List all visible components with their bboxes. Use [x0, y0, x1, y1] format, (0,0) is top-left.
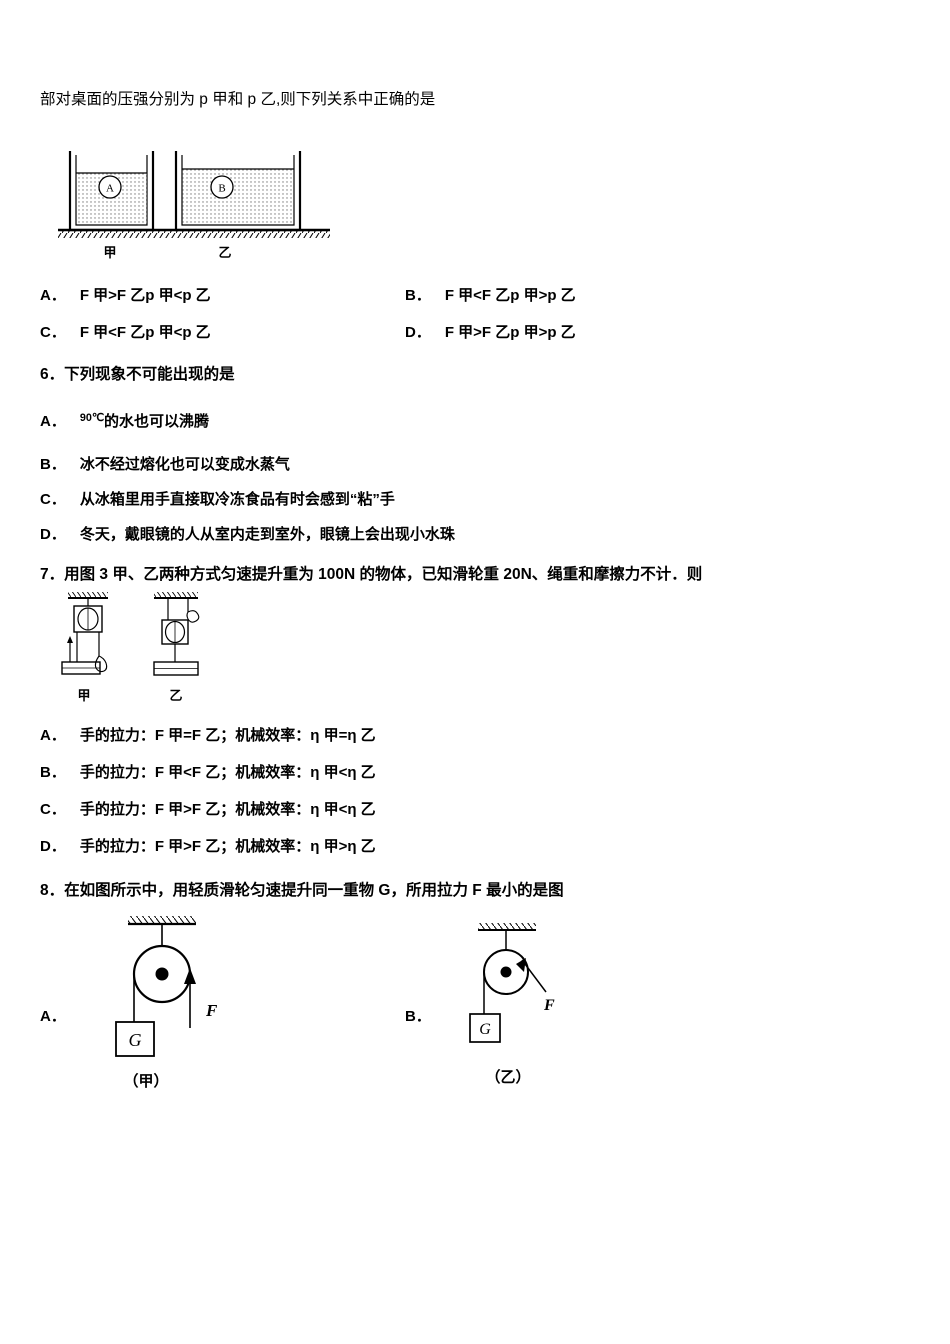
q6-option-a[interactable]: A． 90℃的水也可以沸腾 [40, 410, 920, 431]
q8-a-force-label: F [205, 1001, 218, 1020]
q6-option-c[interactable]: C． 从冰箱里用手直接取冷冻食品有时会感到“粘”手 [40, 488, 920, 509]
q5-option-c-text: F 甲<F 乙p 甲<p 乙 [79, 324, 211, 342]
q7-caption-right: 乙 [169, 688, 182, 703]
q7-option-c[interactable]: C． 手的拉力：F 甲>F 乙；机械效率：η 甲<η 乙 [40, 798, 920, 819]
q5-options-row-2: C． F 甲<F 乙p 甲<p 乙 D． F 甲>F 乙p 甲>p 乙 [40, 321, 920, 342]
q5-option-d-key: D． [405, 324, 431, 342]
q6-option-d[interactable]: D． 冬天，戴眼镜的人从室内走到室外，眼镜上会出现小水珠 [40, 523, 920, 544]
q8-b-caption: （乙） [485, 1068, 530, 1086]
q7-option-c-key: C． [40, 801, 66, 819]
q5-figure: A B 甲 乙 [50, 129, 920, 264]
q8-figure-a-svg: G F （甲） [115, 916, 218, 1090]
q6-option-a-temp: 90℃ [79, 412, 104, 425]
q5-option-c-key: C． [40, 324, 66, 342]
q8-stem: 8．在如图所示中，用轻质滑轮匀速提升同一重物 G，所用拉力 F 最小的是图 [40, 878, 920, 900]
q6-option-a-key: A． [40, 413, 66, 431]
q7-option-a-text: 手的拉力：F 甲=F 乙；机械效率：η 甲=η 乙 [79, 727, 376, 745]
q7-stem-text: 用图 3 甲、乙两种方式匀速提升重为 100N 的物体，已知滑轮重 20N、绳重… [64, 566, 703, 584]
q7-option-d-text: 手的拉力：F 甲>F 乙；机械效率：η 甲>η 乙 [79, 838, 376, 856]
q5-option-a[interactable]: A． F 甲>F 乙p 甲<p 乙 [40, 284, 405, 305]
svg-text:B: B [218, 183, 225, 195]
q8-stem-text: 在如图所示中，用轻质滑轮匀速提升同一重物 G，所用拉力 F 最小的是图 [64, 882, 564, 900]
q7-caption-left: 甲 [77, 688, 90, 703]
q8-b-force-label: F [543, 997, 555, 1014]
q5-caption-left: 甲 [103, 245, 116, 260]
q5-caption-right: 乙 [218, 245, 231, 260]
q8-option-a-key-wrap[interactable]: A． [40, 1005, 66, 1026]
q6-option-b[interactable]: B． 冰不经过熔化也可以变成水蒸气 [40, 453, 920, 474]
q5-option-a-key: A． [40, 287, 66, 305]
q5-figure-svg: A B 甲 乙 [58, 151, 330, 260]
q6-option-d-key: D． [40, 526, 66, 544]
q7-option-d[interactable]: D． 手的拉力：F 甲>F 乙；机械效率：η 甲>η 乙 [40, 835, 920, 856]
q6-option-b-key: B． [40, 456, 66, 474]
q5-option-b-text: F 甲<F 乙p 甲>p 乙 [444, 287, 576, 305]
q5-option-a-text: F 甲>F 乙p 甲<p 乙 [79, 287, 211, 305]
q8-option-b-key-wrap[interactable]: B． [405, 1005, 431, 1026]
q8-a-weight-label: G [129, 1030, 142, 1050]
q7-option-b-key: B． [40, 764, 66, 782]
q7-option-a[interactable]: A． 手的拉力：F 甲=F 乙；机械效率：η 甲=η 乙 [40, 724, 920, 745]
q6-number: 6． [40, 366, 65, 384]
q5-option-b[interactable]: B． F 甲<F 乙p 甲>p 乙 [405, 284, 770, 305]
q8-option-b-key: B． [405, 1008, 431, 1026]
q7-option-a-key: A． [40, 727, 66, 745]
q8-figures: A． G [40, 910, 920, 1110]
q6-option-c-text: 从冰箱里用手直接取冷冻食品有时会感到“粘”手 [79, 491, 395, 509]
q8-number: 8． [40, 882, 65, 900]
q6-stem: 6．下列现象不可能出现的是 [40, 362, 920, 384]
q7-option-b-text: 手的拉力：F 甲<F 乙；机械效率：η 甲<η 乙 [79, 764, 376, 782]
q5-option-d-text: F 甲>F 乙p 甲>p 乙 [444, 324, 576, 342]
q7-figure-svg: 甲 乙 [61, 592, 200, 703]
q6-stem-text: 下列现象不可能出现的是 [64, 366, 235, 384]
q6-option-c-key: C． [40, 491, 66, 509]
q7-option-d-key: D． [40, 838, 66, 856]
q7-number: 7． [40, 566, 65, 584]
q5-option-c[interactable]: C． F 甲<F 乙p 甲<p 乙 [40, 321, 405, 342]
q7-stem: 7．用图 3 甲、乙两种方式匀速提升重为 100N 的物体，已知滑轮重 20N、… [40, 562, 920, 584]
page-content: 部对桌面的压强分别为 p 甲和 p 乙,则下列关系中正确的是 [40, 0, 920, 1110]
q7-option-b[interactable]: B． 手的拉力：F 甲<F 乙；机械效率：η 甲<η 乙 [40, 761, 920, 782]
q8-figure-b-svg: G F （乙） [469, 923, 555, 1086]
svg-text:A: A [106, 183, 114, 195]
q5-option-d[interactable]: D． F 甲>F 乙p 甲>p 乙 [405, 321, 770, 342]
q8-a-caption: （甲） [123, 1072, 168, 1090]
q5-option-b-key: B． [405, 287, 431, 305]
q7-option-c-text: 手的拉力：F 甲>F 乙；机械效率：η 甲<η 乙 [79, 801, 376, 819]
q7-figure: 甲 乙 [46, 590, 920, 708]
q8-b-weight-label: G [479, 1021, 491, 1038]
q5-stem-tail: 部对桌面的压强分别为 p 甲和 p 乙,则下列关系中正确的是 [40, 91, 436, 108]
q8-option-a-key: A． [40, 1008, 66, 1026]
q5-options-row-1: A． F 甲>F 乙p 甲<p 乙 B． F 甲<F 乙p 甲>p 乙 [40, 284, 920, 305]
q6-option-d-text: 冬天，戴眼镜的人从室内走到室外，眼镜上会出现小水珠 [79, 526, 455, 544]
q6-option-a-text: 的水也可以沸腾 [103, 413, 209, 431]
q6-option-b-text: 冰不经过熔化也可以变成水蒸气 [79, 456, 290, 474]
